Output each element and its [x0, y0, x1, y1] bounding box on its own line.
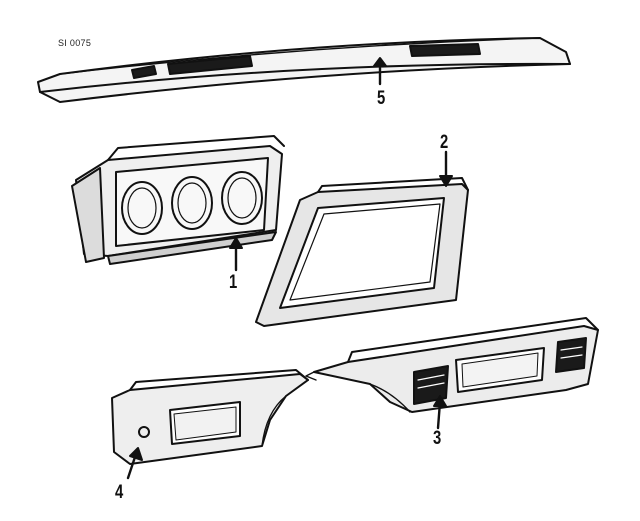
figure-reference-code: SI 0075 — [58, 38, 92, 48]
bezel-inner-opening — [279, 197, 445, 309]
right-trim-top-edge — [347, 317, 599, 363]
lower-trim-left-part — [111, 369, 309, 480]
callout-number-2: 2 — [440, 132, 449, 153]
left-trim-curve-cutout — [261, 395, 287, 447]
cluster-face — [115, 157, 269, 247]
dash-pad-edge — [39, 62, 571, 93]
gauge-right-inner — [227, 177, 257, 219]
gauge-right — [221, 171, 263, 225]
instrument-cluster-part — [71, 135, 285, 272]
gauge-left-inner — [127, 187, 157, 229]
dash-pad-vent-left — [131, 65, 157, 79]
bezel-top-edge — [317, 177, 469, 193]
callout-number-5: 5 — [377, 88, 386, 109]
callout-number-1: 1 — [229, 272, 238, 293]
right-trim-tab — [305, 371, 317, 381]
cluster-top-rim — [107, 135, 285, 161]
vent-right-slat-1 — [560, 346, 583, 351]
bezel-inner-lip — [289, 203, 441, 301]
left-trim-window-shade — [173, 406, 237, 441]
vent-right-slat-2 — [560, 354, 583, 359]
lower-trim-right-part — [305, 317, 599, 430]
vent-left-slat-2 — [417, 382, 445, 389]
left-trim-arrowhead-4 — [129, 447, 143, 461]
dash-pad-vent-right — [409, 43, 481, 57]
right-trim-display-inner — [461, 352, 539, 388]
left-trim-fastener — [138, 426, 150, 438]
cluster-side-wing — [71, 167, 105, 263]
cluster-bezel-part — [255, 150, 469, 327]
left-trim-top-edge — [129, 369, 309, 391]
gauge-left — [121, 181, 163, 235]
vent-left-slat-1 — [417, 374, 445, 381]
vent-right — [555, 337, 587, 373]
callout-number-3: 3 — [433, 428, 442, 449]
cluster-arrowhead-1 — [229, 237, 243, 249]
dash-pad-vent-center — [167, 55, 253, 75]
bezel-arrowhead-2 — [439, 175, 453, 187]
right-trim-arrowhead-3 — [433, 395, 447, 407]
right-trim-curve — [369, 383, 411, 413]
callout-number-4: 4 — [115, 482, 124, 503]
dash-pad-part — [37, 37, 571, 103]
gauge-center-inner — [177, 182, 207, 224]
dash-pad-rear-lip — [59, 37, 541, 75]
gauge-center — [171, 176, 213, 230]
dash-pad-arrowhead-5 — [373, 57, 387, 67]
